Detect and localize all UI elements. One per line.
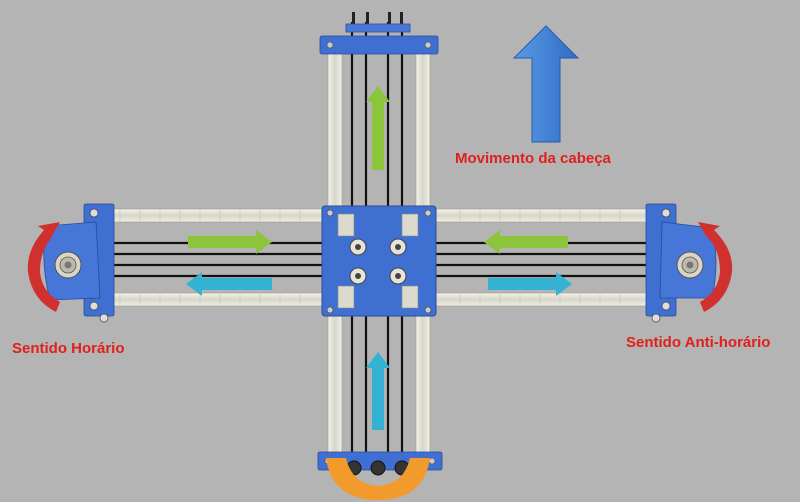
rotate-counterclockwise-icon [698, 222, 733, 312]
cyan-arrow-left-icon [186, 272, 272, 296]
rotate-clockwise-icon [27, 222, 60, 312]
green-arrow-up-icon [366, 86, 390, 170]
cyan-arrow-up-icon [366, 352, 390, 430]
right-end-block [645, 203, 717, 323]
arrow-up-icon [512, 25, 580, 143]
left-end-block [43, 203, 115, 323]
center-carriage [321, 205, 437, 317]
head-movement-label: Movimento da cabeça [455, 150, 611, 167]
green-arrow-right-icon [188, 230, 272, 254]
green-arrow-left-icon [484, 230, 568, 254]
top-end-block [319, 12, 439, 55]
rotate-orange-icon [326, 458, 430, 500]
counterclockwise-label: Sentido Anti-horário [626, 334, 771, 351]
clockwise-label: Sentido Horário [12, 340, 125, 357]
cyan-arrow-right-icon [488, 272, 572, 296]
